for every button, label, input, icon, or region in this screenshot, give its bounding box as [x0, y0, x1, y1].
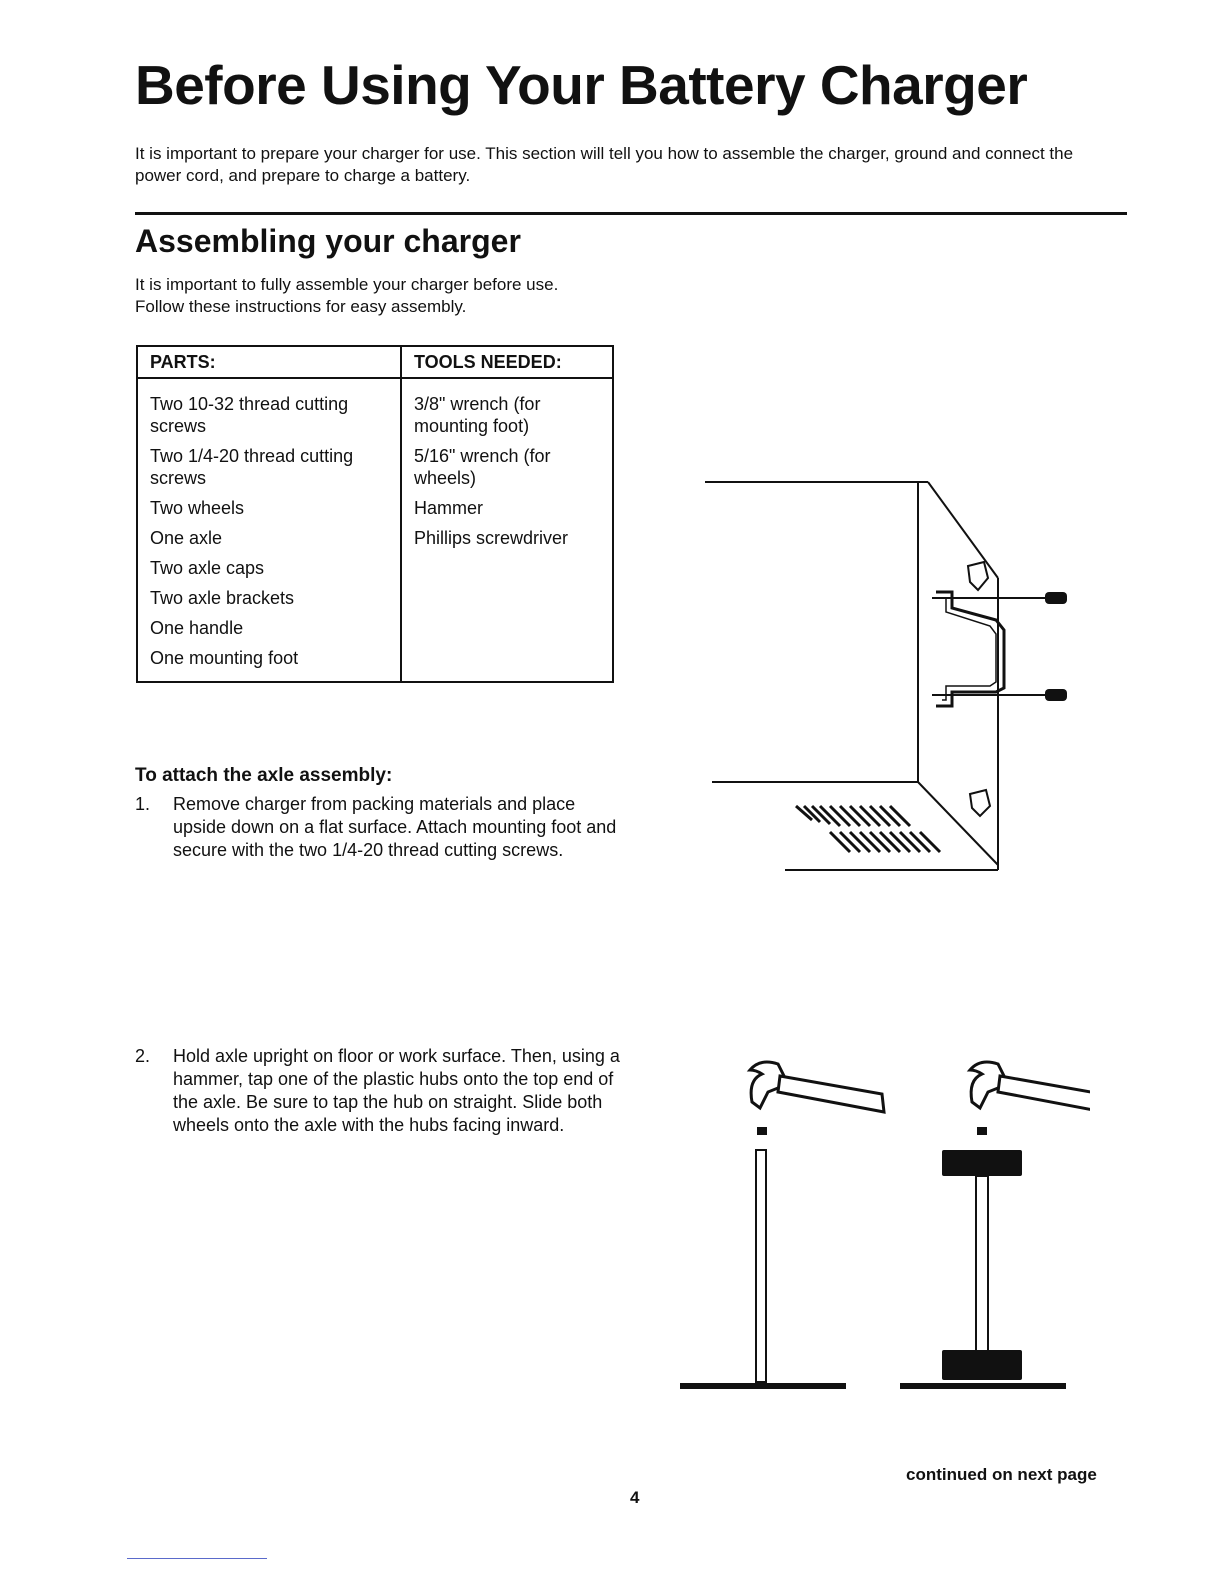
- part-cell: Two axle brackets: [137, 583, 402, 613]
- table-row: Two axle caps: [137, 553, 613, 583]
- parts-header: PARTS:: [137, 346, 402, 379]
- part-cell: Two wheels: [137, 493, 402, 523]
- part-cell: One handle: [137, 613, 402, 643]
- page-title: Before Using Your Battery Charger: [135, 54, 1028, 116]
- table-row: Two axle brackets: [137, 583, 613, 613]
- part-cell: One mounting foot: [137, 643, 402, 682]
- tools-header: TOOLS NEEDED:: [401, 346, 613, 379]
- section-divider: [135, 212, 1127, 215]
- page-intro: It is important to prepare your charger …: [135, 144, 1074, 185]
- tool-cell: 3/8" wrench (for mounting foot): [414, 394, 541, 436]
- hammer-icon: [746, 1060, 886, 1114]
- section-intro-line1: It is important to fully assemble your c…: [135, 275, 559, 294]
- tool-cell: Phillips screwdriver: [414, 528, 569, 548]
- page-number: 4: [630, 1488, 640, 1507]
- tool-cell: [401, 643, 613, 682]
- tool-cell: Hammer: [414, 498, 484, 518]
- tool-cell: [401, 613, 613, 643]
- section-heading: Assembling your charger: [135, 223, 521, 259]
- table-row: Two 1/4-20 thread cutting screws 5/16" w…: [137, 441, 613, 493]
- axle-heading: To attach the axle assembly:: [135, 765, 393, 786]
- footer-line: [127, 1558, 267, 1559]
- tool-cell: 5/16" wrench (for wheels): [414, 446, 551, 488]
- table-row: Two 10-32 thread cutting screws 3/8" wre…: [137, 378, 613, 441]
- part-cell: Two 1/4-20 thread cutting screws: [137, 441, 402, 493]
- section-intro-line2: Follow these instructions for easy assem…: [135, 297, 467, 316]
- hammer-icon: [966, 1060, 1090, 1111]
- step-number: 2.: [135, 1046, 151, 1066]
- table-row: Two wheels Hammer: [137, 493, 613, 523]
- section-intro: It is important to fully assemble your c…: [135, 274, 655, 318]
- step-text: Hold axle upright on floor or work surfa…: [173, 1046, 620, 1135]
- charger-bracket-illustration: [705, 481, 1067, 871]
- axle-hammer-illustration: [680, 1060, 1090, 1389]
- part-cell: One axle: [137, 523, 402, 553]
- table-row: One handle: [137, 613, 613, 643]
- parts-tools-table: PARTS: TOOLS NEEDED: Two 10-32 thread cu…: [136, 345, 614, 683]
- continued-note: continued on next page: [906, 1465, 1097, 1484]
- part-cell: Two 10-32 thread cutting screws: [137, 378, 402, 441]
- table-row: One mounting foot: [137, 643, 613, 682]
- step-text: Remove charger from packing materials an…: [173, 794, 617, 860]
- tool-cell: [401, 553, 613, 583]
- part-cell: Two axle caps: [137, 553, 402, 583]
- tool-cell: [401, 583, 613, 613]
- step-number: 1.: [135, 794, 151, 814]
- table-row: One axle Phillips screwdriver: [137, 523, 613, 553]
